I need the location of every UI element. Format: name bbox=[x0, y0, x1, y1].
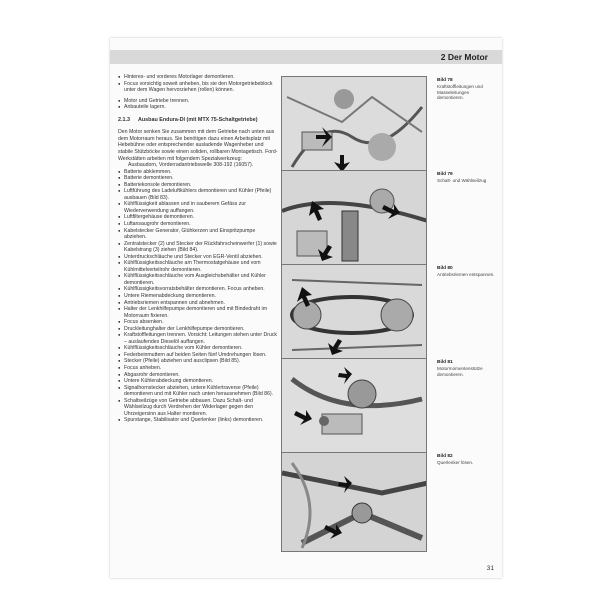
figure-photo-78 bbox=[281, 76, 427, 176]
figure-photo-80 bbox=[281, 264, 427, 364]
chapter-title: 2 Der Motor bbox=[440, 52, 488, 62]
step-item: Batterie abklemmen. bbox=[118, 169, 278, 176]
step-item: Zentralstecker (2) und Stecker der Rückf… bbox=[118, 241, 278, 254]
intro-item: Hinteres- und vorderes Motorlager demont… bbox=[118, 74, 278, 81]
step-item: Kühlflüssigkeitsschläuche am Thermostatg… bbox=[118, 260, 278, 273]
figure-photo-82 bbox=[281, 452, 427, 552]
manual-page: 2 Der Motor Hinteres- und vorderes Motor… bbox=[110, 38, 502, 578]
step-item: Kabelstecker Generator, Glühkerzen und E… bbox=[118, 228, 278, 241]
step-item: Focus absenken. bbox=[118, 319, 278, 326]
figure-label: Bild 78 bbox=[437, 78, 453, 83]
step-item: Unterdruckschläuche und Stecker von EGR-… bbox=[118, 254, 278, 261]
figure-caption-80: Bild 80 Antriebsriemen entspannen. bbox=[437, 266, 497, 278]
figure-label: Bild 79 bbox=[437, 172, 453, 177]
figure-caption-text: Antriebsriemen entspannen. bbox=[437, 271, 495, 277]
step-item: Signalhornstecker abziehen, untere Kühle… bbox=[118, 385, 278, 398]
step-item: Batterie demontieren. bbox=[118, 175, 278, 182]
step-item: Luftführung des Ladeluftkühlers demontie… bbox=[118, 188, 278, 201]
step-item: Abgasrohr demontieren. bbox=[118, 372, 278, 379]
figure-photo-81 bbox=[281, 358, 427, 458]
step-item: Antriebsriemen entspannen und abnehmen. bbox=[118, 300, 278, 307]
step-item: Focus anheben. bbox=[118, 365, 278, 372]
step-item: Federbeinmuttern auf beiden Seiten fünf … bbox=[118, 352, 278, 359]
header-bar bbox=[110, 50, 502, 64]
text-column: Hinteres- und vorderes Motorlager demont… bbox=[118, 74, 278, 424]
step-item: Kühlflüssigkeitsschläuche vom Kühler dem… bbox=[118, 345, 278, 352]
step-item: Luftansaugrohr demontieren. bbox=[118, 221, 278, 228]
figure-caption-text: Motormomentenstütze demontieren. bbox=[437, 365, 483, 377]
step-item: Batteriekonsole demontieren. bbox=[118, 182, 278, 189]
page-number: 31 bbox=[486, 565, 494, 572]
step-item: Spurstange, Stabilisator und Querlenker … bbox=[118, 417, 278, 424]
figure-label: Bild 80 bbox=[437, 266, 453, 271]
step-item: Kühlflüssigkeitsvorratsbehälter demontie… bbox=[118, 286, 278, 293]
intro-item: Focus vorsichtig soweit anheben, bis sie… bbox=[118, 81, 278, 94]
step-item: Schaltseilzüge von Getriebe abbauen. Daz… bbox=[118, 398, 278, 418]
figure-label: Bild 82 bbox=[437, 454, 453, 459]
step-item: Untere Kühlerabdeckung demontieren. bbox=[118, 378, 278, 385]
step-item: Luftfiltergehäuse demontieren. bbox=[118, 214, 278, 221]
section-title: Ausbau Endura-DI (mit MTX 75-Schaltgetri… bbox=[138, 116, 258, 123]
intro-item: Motor und Getriebe trennen. bbox=[118, 98, 278, 105]
figure-caption-text: Kraftstoffleitungen und Masseleitungen d… bbox=[437, 83, 483, 101]
section-number: 2.1.3 bbox=[118, 116, 130, 123]
step-item: Stecker (Pfeile) abziehen und ausclipsen… bbox=[118, 358, 278, 365]
step-item: Kühlflüssigkeit ablassen und in sauberem… bbox=[118, 201, 278, 214]
step-item: Druckleitunghalter der Lenkhilfepumpe de… bbox=[118, 326, 278, 333]
intro-paragraph: Den Motor senken Sie zusammen mit dem Ge… bbox=[118, 129, 278, 162]
special-tool: Ausbaudorn, Vorderradantriebswelle 308-1… bbox=[128, 162, 254, 169]
figure-caption-78: Bild 78 Kraftstoffleitungen und Masselei… bbox=[437, 78, 497, 101]
intro-item: Anbauteile lagern. bbox=[118, 104, 278, 111]
step-item: Kühlflüssigkeitsschläuche vom Ausgleichs… bbox=[118, 273, 278, 286]
step-item: Halter der Lenkhilfepumpe demontieren un… bbox=[118, 306, 278, 319]
figure-label: Bild 81 bbox=[437, 360, 453, 365]
step-item: Untere Riemenabdeckung demontieren. bbox=[118, 293, 278, 300]
figure-photo-79 bbox=[281, 170, 427, 270]
section-heading: 2.1.3 Ausbau Endura-DI (mit MTX 75-Schal… bbox=[118, 117, 278, 124]
figure-caption-82: Bild 82 Querlenker lösen. bbox=[437, 454, 497, 466]
figure-caption-text: Querlenker lösen. bbox=[437, 459, 474, 465]
figure-caption-text: Schalt- und Wählseilzug bbox=[437, 177, 487, 183]
step-item: Kraftstoffleitungen trennen. Vorsicht: L… bbox=[118, 332, 278, 345]
figure-caption-81: Bild 81 Motormomentenstütze demontieren. bbox=[437, 360, 497, 377]
figure-caption-79: Bild 79 Schalt- und Wählseilzug bbox=[437, 172, 497, 184]
